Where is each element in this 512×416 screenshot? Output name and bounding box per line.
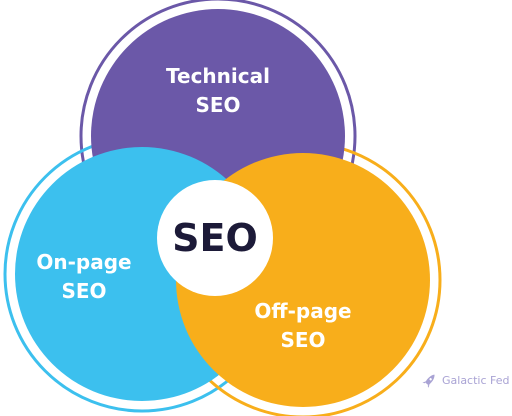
technical-label-line2: SEO <box>195 93 240 117</box>
center-hub <box>157 180 273 296</box>
off-page-label-line2: SEO <box>280 328 325 352</box>
off-page-label-line1: Off-page <box>254 299 351 323</box>
brand-watermark: Galactic Fed <box>422 374 510 388</box>
rocket-icon <box>422 374 435 388</box>
brand-name: Galactic Fed <box>442 374 510 387</box>
on-page-label-line1: On-page <box>36 250 131 274</box>
technical-label-line1: Technical <box>166 64 270 88</box>
center-label: SEO <box>172 216 258 260</box>
on-page-label-line2: SEO <box>61 279 106 303</box>
